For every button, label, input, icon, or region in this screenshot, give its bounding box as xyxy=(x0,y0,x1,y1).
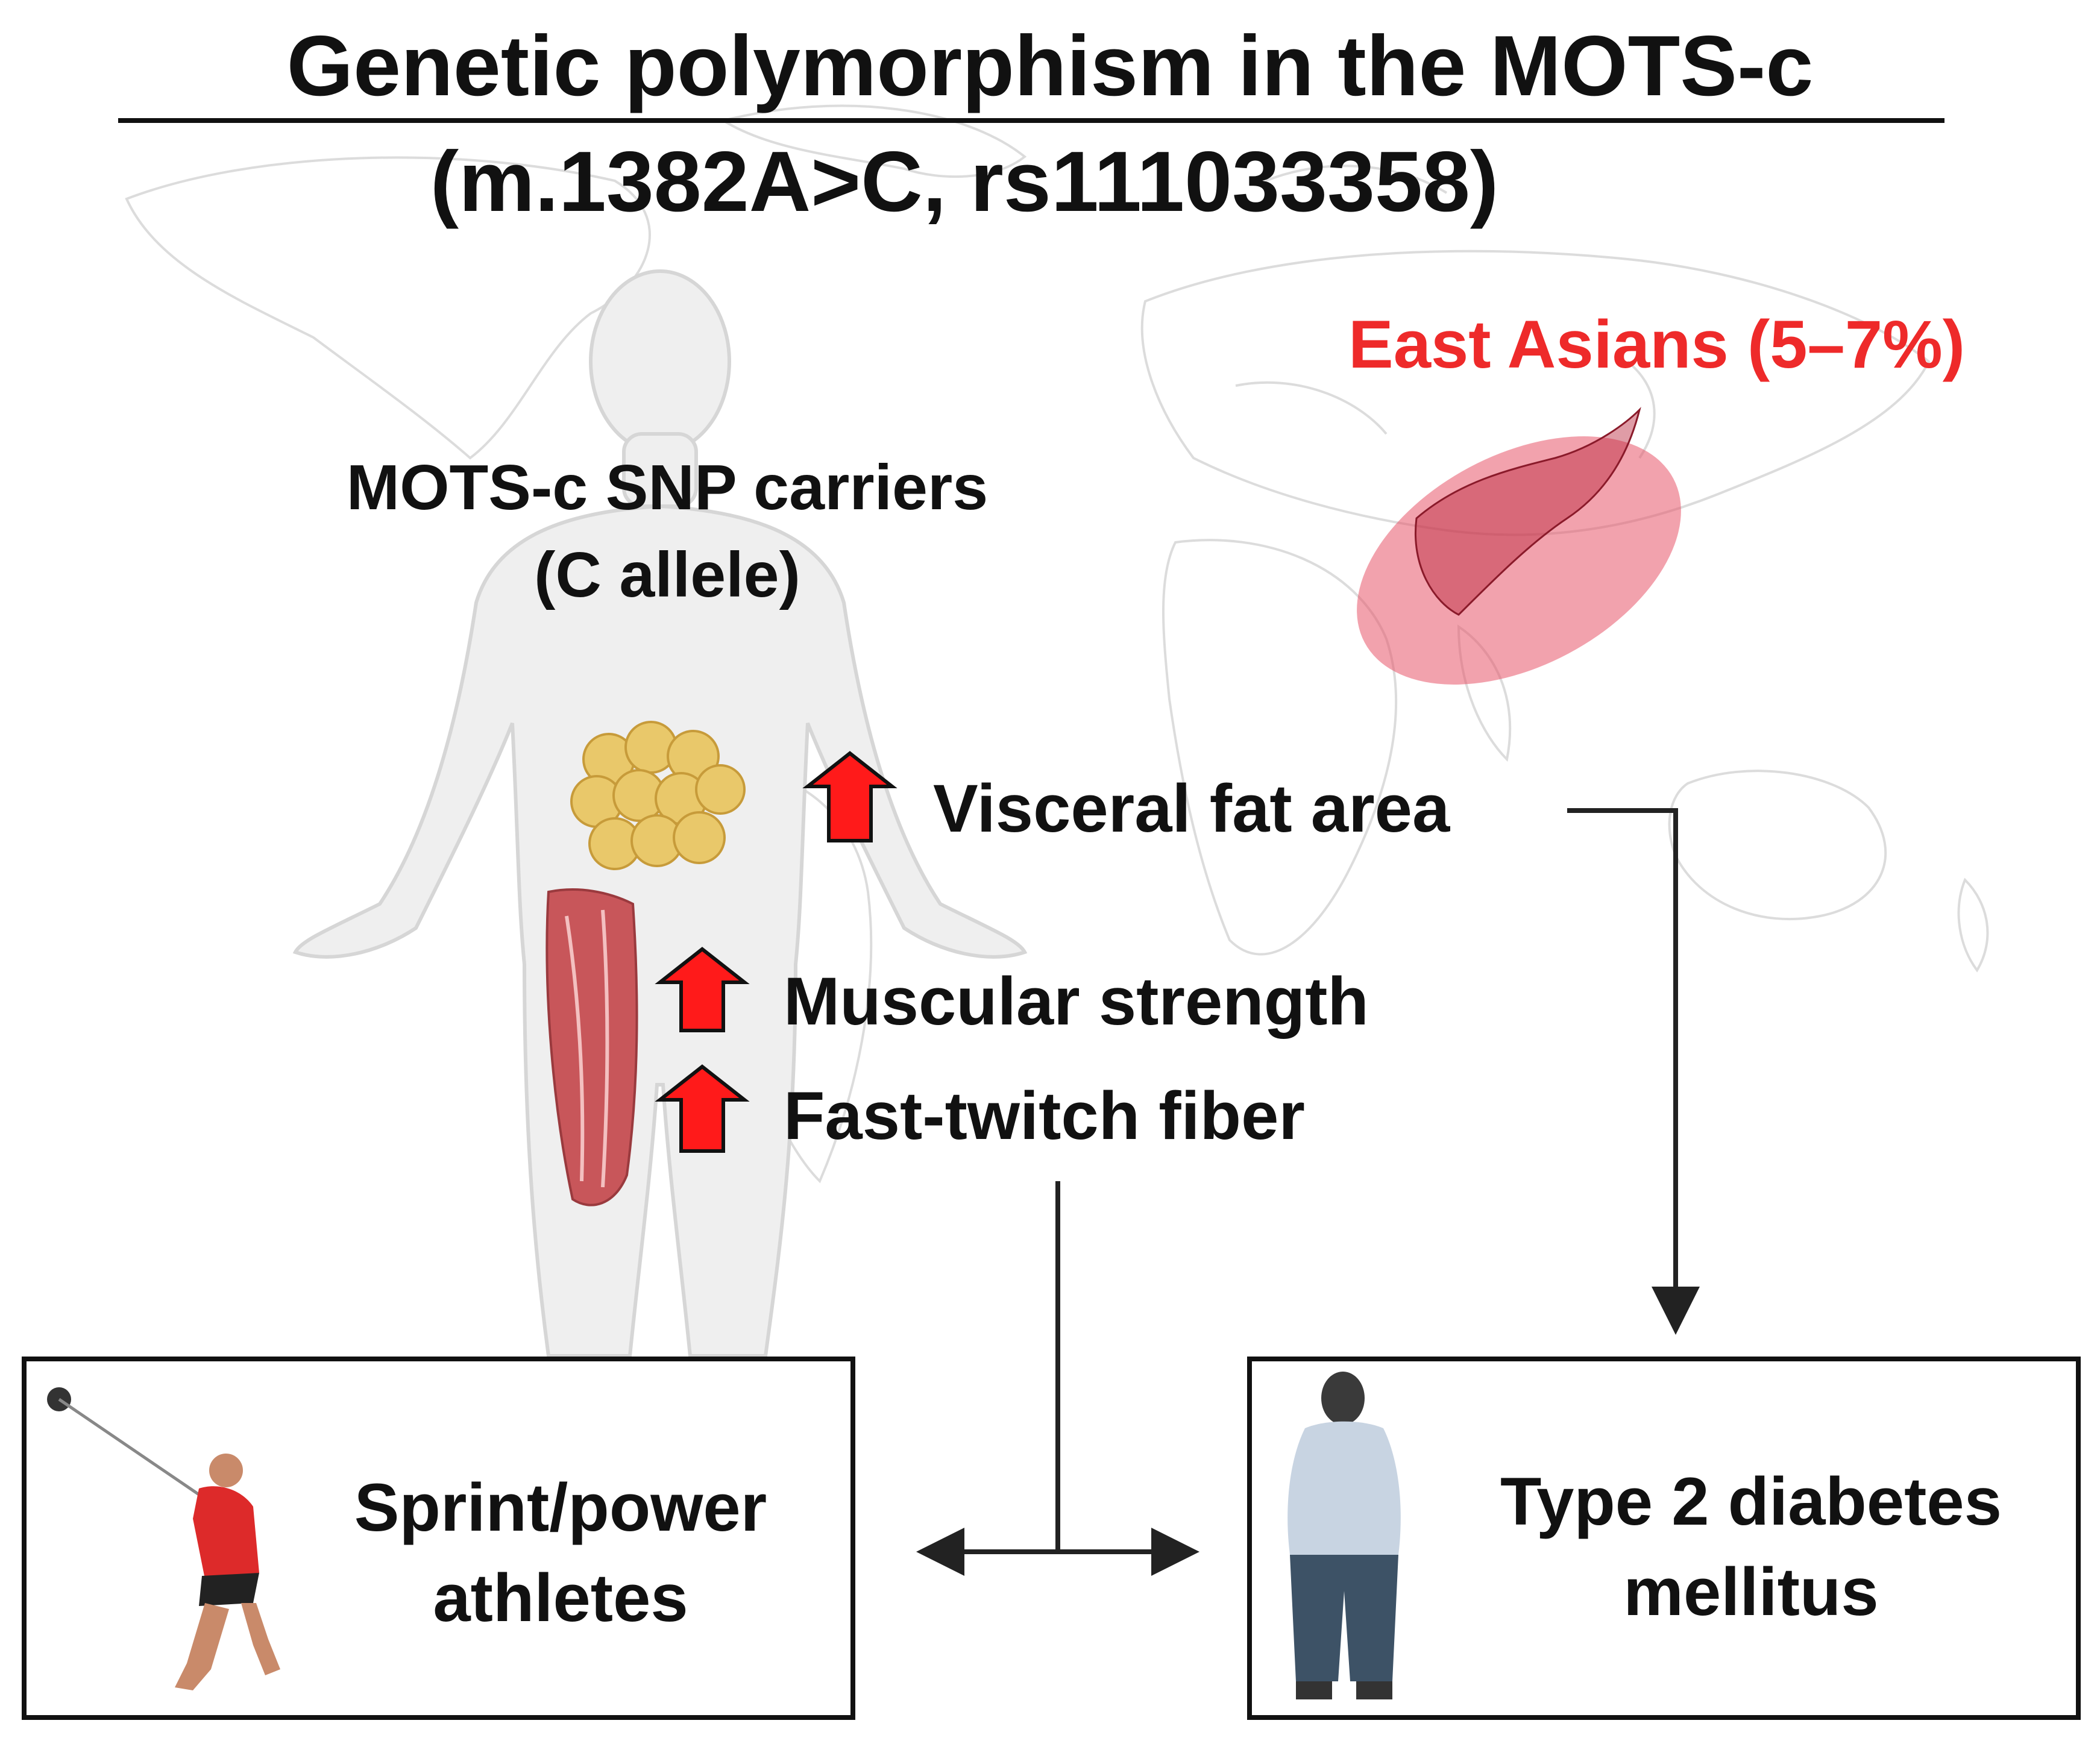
outcome-box-athletes: Sprint/power athletes xyxy=(22,1357,855,1720)
east-asia-highlight xyxy=(1357,436,1681,685)
human-body-figure xyxy=(292,269,1028,1358)
outcome-athletes-line1: Sprint/power xyxy=(354,1470,767,1545)
outcome-diabetes-line2: mellitus xyxy=(1623,1554,1878,1630)
carrier-label-line2: (C allele) xyxy=(534,539,800,610)
diagram-subtitle: (m.1382A>C, rs111033358) xyxy=(430,134,1498,230)
east-asia-map-detail xyxy=(1415,407,1641,616)
visceral-fat-icon xyxy=(570,721,746,870)
arrowhead-right-icon xyxy=(1151,1528,1199,1576)
outcome-athletes-line2: athletes xyxy=(433,1560,688,1636)
trait-label-fast-twitch: Fast-twitch fiber xyxy=(784,1078,1305,1153)
outcome-box-diabetes: Type 2 diabetes mellitus xyxy=(1247,1357,2081,1720)
obese-person-icon xyxy=(1287,1372,1401,1699)
connector-to-diabetes xyxy=(1567,808,1678,1296)
outcome-diabetes-line1: Type 2 diabetes xyxy=(1500,1464,2002,1539)
trait-label-muscular-strength: Muscular strength xyxy=(784,964,1369,1039)
thigh-muscle-icon xyxy=(545,888,638,1206)
arrowhead-left-icon xyxy=(916,1528,964,1576)
hammer-thrower-icon xyxy=(47,1387,280,1690)
carrier-label-line1: MOTS-c SNP carriers xyxy=(347,452,988,523)
population-label: East Asians (5–7%) xyxy=(1348,307,1965,382)
trait-label-visceral-fat: Visceral fat area xyxy=(933,771,1450,846)
diagram-title: Genetic polymorphism in the MOTS-c xyxy=(287,18,1814,114)
arrowhead-down-icon xyxy=(1652,1287,1700,1335)
up-arrow-icon xyxy=(802,751,898,842)
up-arrow-icon xyxy=(655,947,750,1032)
connector-split xyxy=(952,1181,1163,1554)
up-arrow-icon xyxy=(655,1064,750,1153)
